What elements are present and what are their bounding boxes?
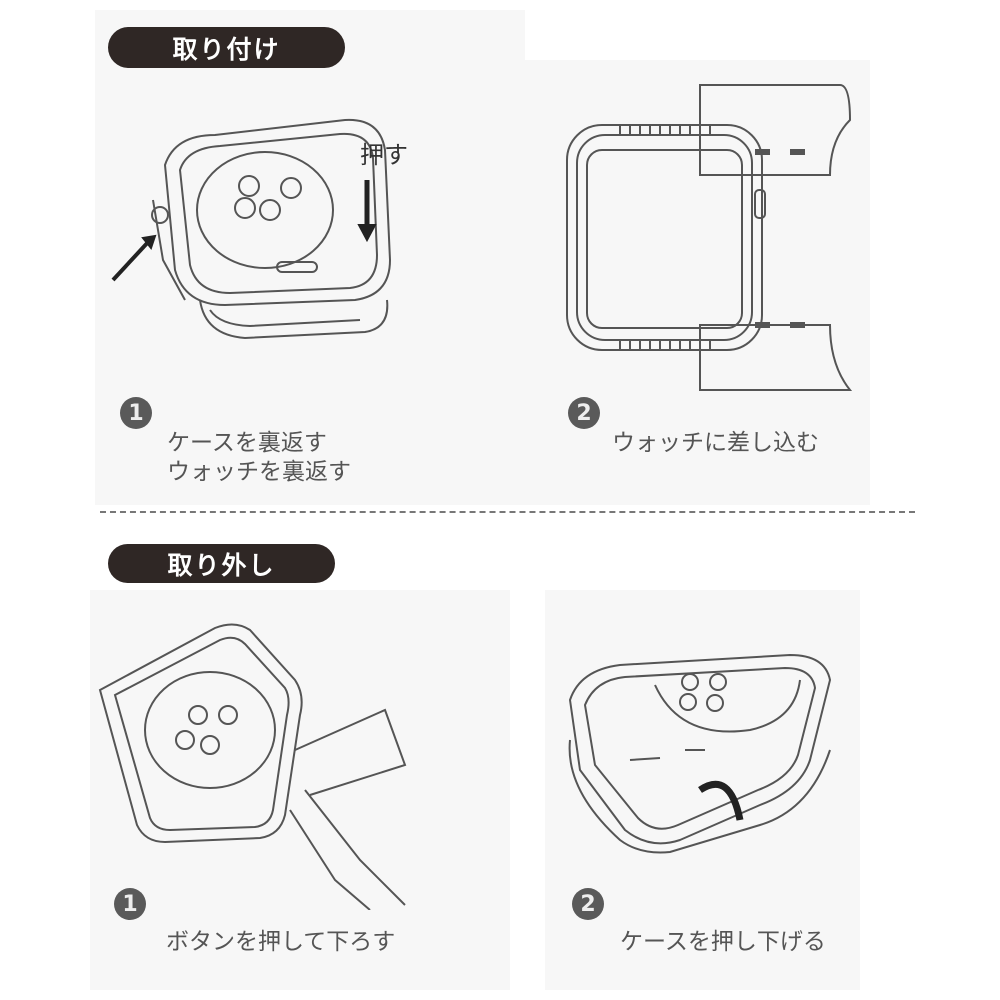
remove-heading: 取り外し xyxy=(108,544,335,583)
remove-step-1-line-1: ボタンを押して下ろす xyxy=(166,929,396,955)
install-step-2-line-1: ウォッチに差し込む xyxy=(612,430,819,456)
watch-remove-band-illustration xyxy=(98,623,407,910)
step-2-badge: 2 xyxy=(568,397,600,429)
section-divider xyxy=(100,511,915,513)
step-1-badge: 1 xyxy=(114,888,146,920)
watch-push-case-illustration xyxy=(568,653,832,854)
watch-back-case-illustration xyxy=(111,118,392,340)
panel-install-1 xyxy=(95,10,525,505)
push-label: 押す xyxy=(360,141,408,169)
install-heading: 取り付け xyxy=(108,27,345,68)
install-step-1-line-1: ケースを裏返す xyxy=(167,430,327,456)
step-2-badge: 2 xyxy=(572,888,604,920)
install-step-1-line-2: ウォッチを裏返す xyxy=(167,459,351,485)
step-1-badge: 1 xyxy=(120,397,152,429)
watch-front-case-illustration xyxy=(566,84,853,391)
remove-step-2-line-1: ケースを押し下げる xyxy=(620,929,826,955)
